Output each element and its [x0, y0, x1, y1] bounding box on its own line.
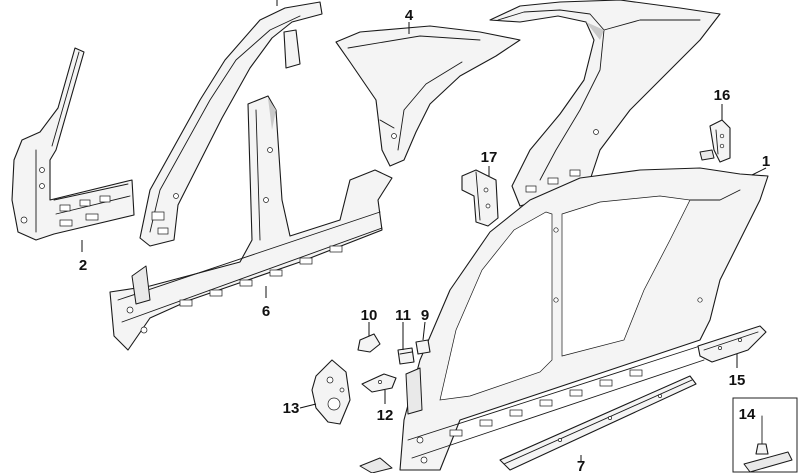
callout-12: 12 [377, 407, 394, 424]
part-13-reinforcement [311, 359, 351, 425]
part-12-bracket [361, 373, 397, 393]
callout-4: 4 [405, 7, 414, 24]
callout-17: 17 [481, 149, 498, 166]
part-11-clip [397, 347, 415, 365]
part-1-complete-side-frame [399, 167, 769, 471]
callout-10: 10 [361, 307, 378, 324]
callout-9: 9 [421, 307, 429, 324]
part-6-inner-sill-b-pillar [109, 95, 393, 351]
callout-13: 13 [283, 400, 300, 417]
part-10-clip [357, 333, 381, 353]
callout-16: 16 [714, 87, 731, 104]
part-15-reinforcement-strip [697, 325, 767, 363]
callout-7: 7 [577, 458, 585, 473]
callout-14: 14 [739, 406, 756, 423]
part-2-a-pillar-section [11, 47, 135, 241]
part-7-sill-strip [359, 375, 697, 473]
callout-11: 11 [395, 307, 411, 324]
callout-1: 1 [762, 153, 770, 170]
part-9-plug [415, 339, 431, 355]
callout-labels: 4 1 2 6 7 9 10 11 12 13 14 15 16 17 [79, 7, 770, 473]
part-4-rear-quarter-inner [335, 25, 521, 167]
callout-2: 2 [79, 257, 87, 274]
callout-6: 6 [262, 303, 270, 320]
part-16-bracket [699, 119, 731, 163]
part-side-frame [139, 1, 323, 247]
part-17-bracket [461, 169, 499, 227]
callout-15: 15 [729, 372, 746, 389]
part-14-legend-box [732, 397, 798, 473]
leader-lines [81, 0, 767, 462]
